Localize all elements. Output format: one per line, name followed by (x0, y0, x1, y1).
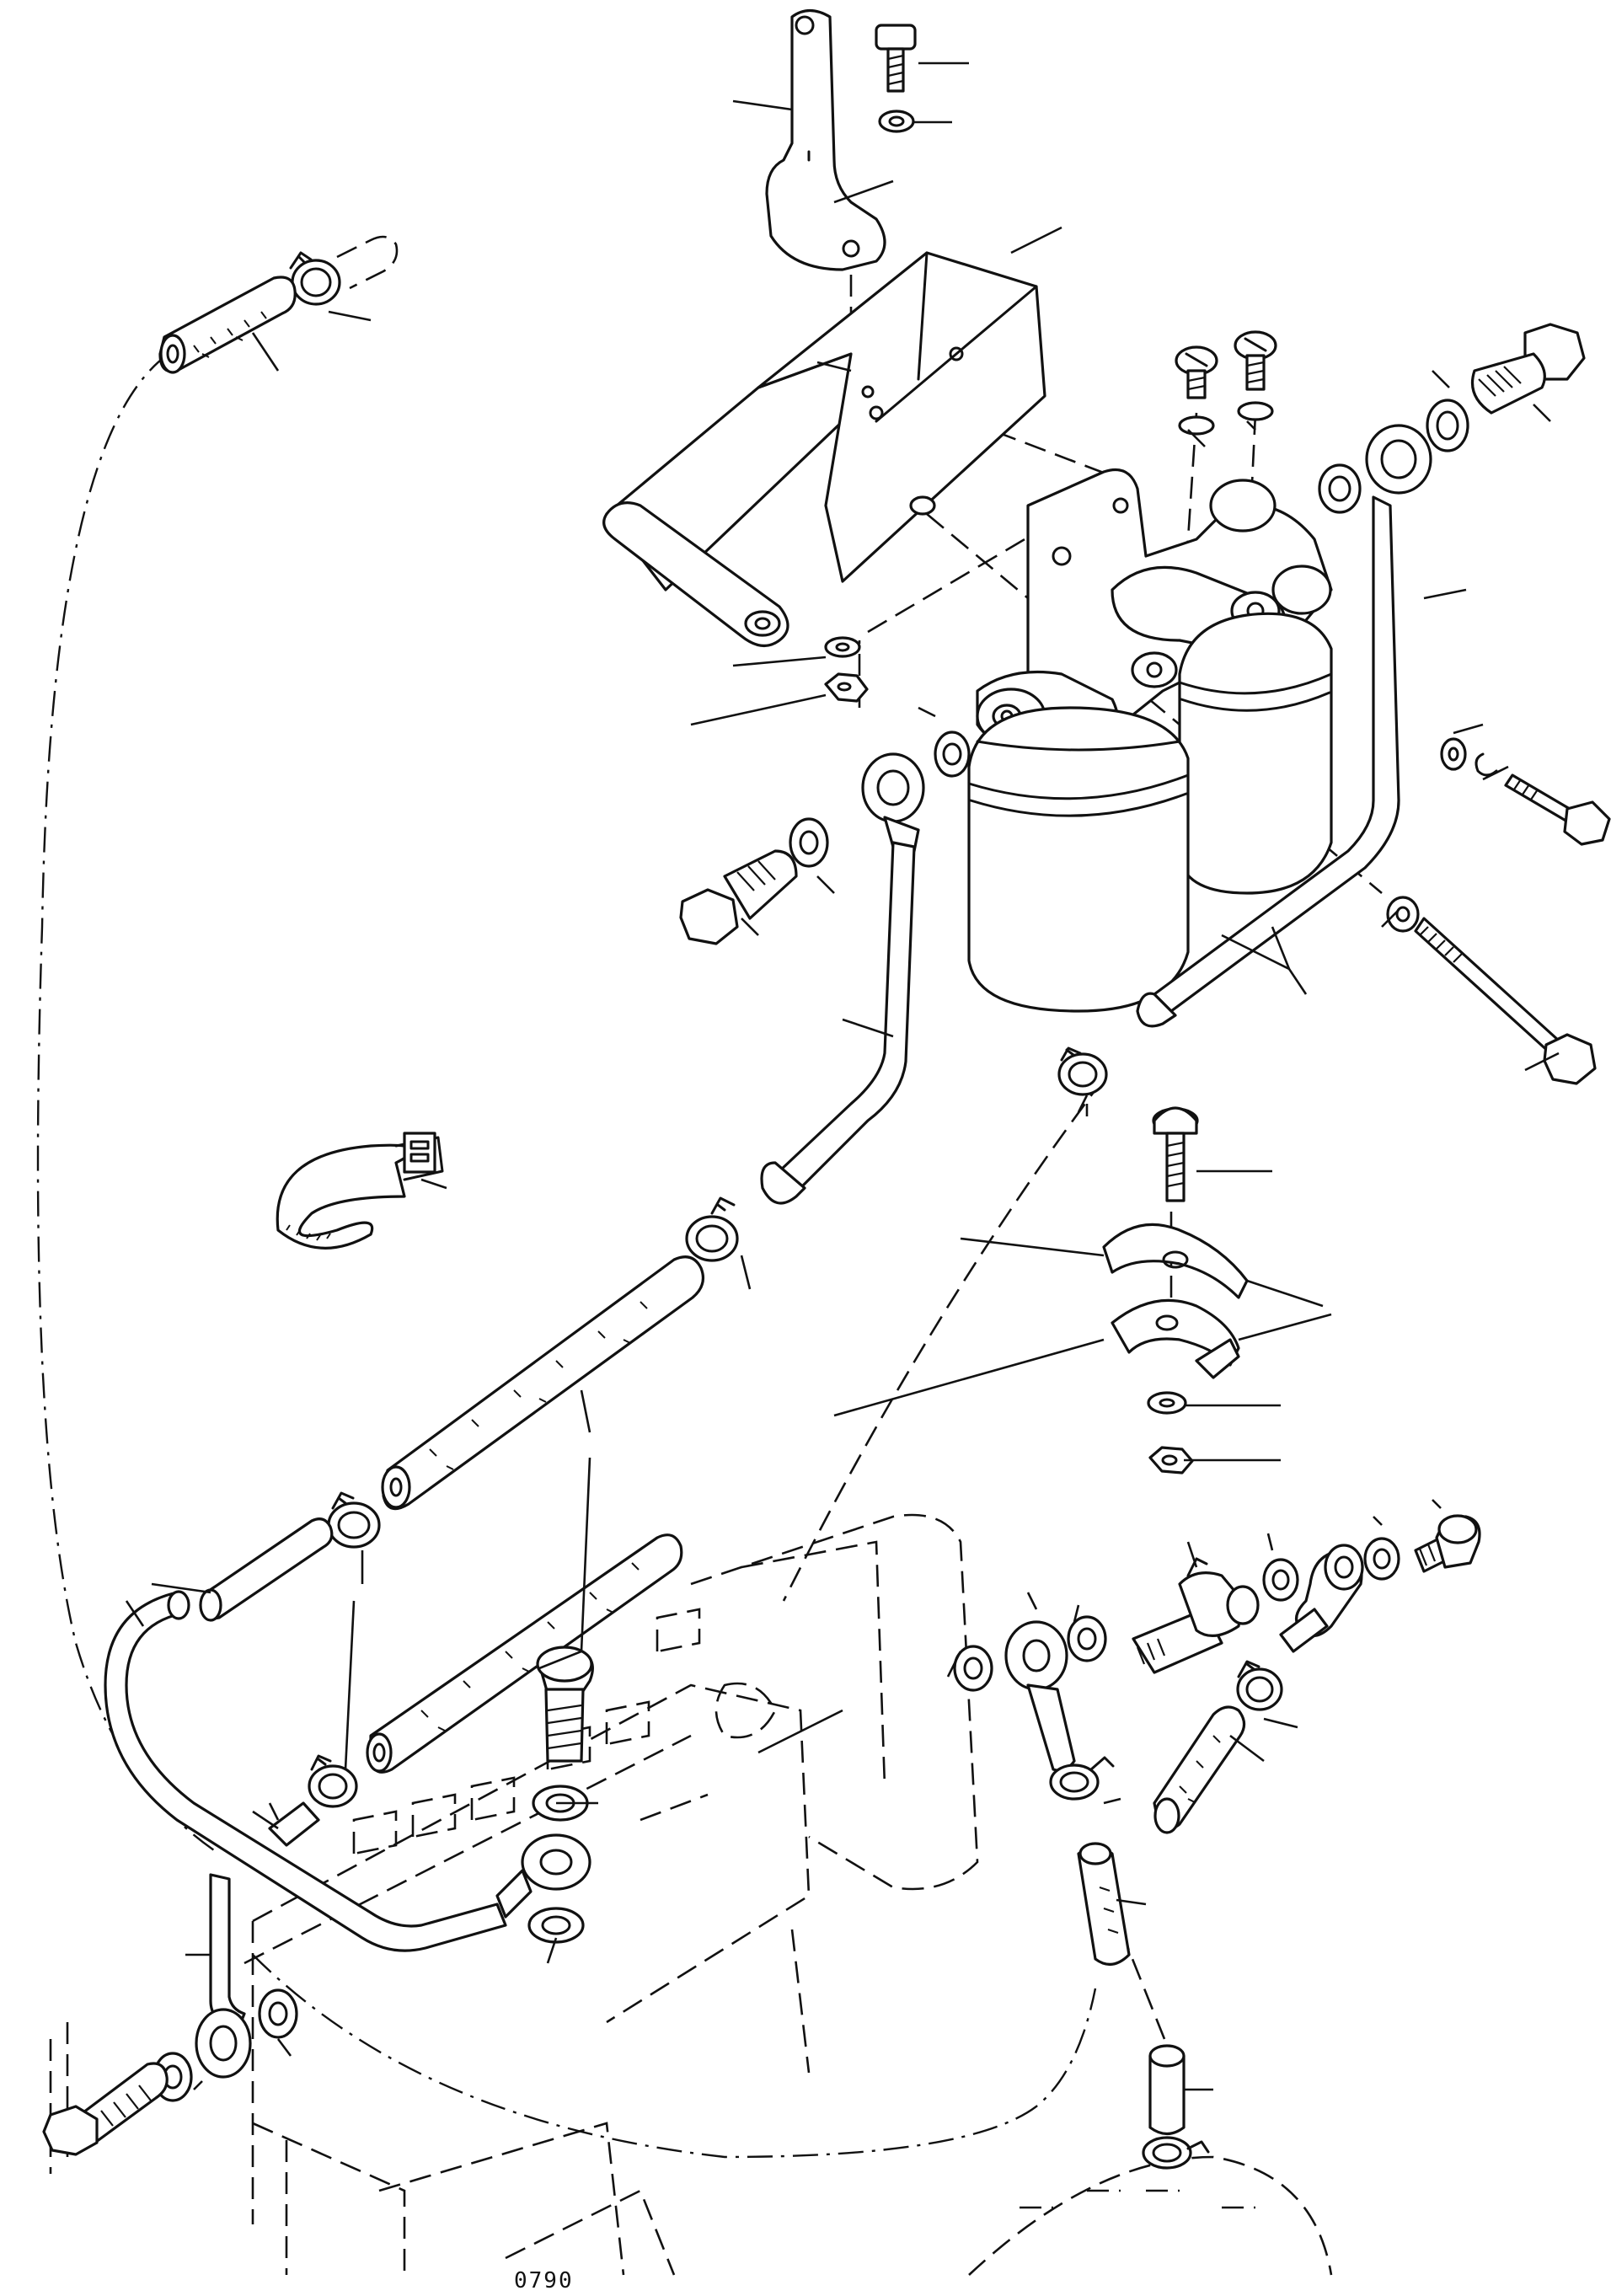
callout-leaders (125, 62, 1560, 2091)
fitting-top-left (336, 235, 399, 290)
hose-clamp-drain-top (1049, 1756, 1115, 1801)
head-bolt-right (1234, 330, 1277, 421)
filter-bracket-arm (765, 8, 886, 271)
long-through-bolt (1386, 896, 1597, 1085)
banjo-bolt-center (536, 1646, 594, 1763)
drain-hose (1077, 1842, 1131, 1966)
hose-clamp-middle (685, 1196, 739, 1262)
pipe-clip-upper (1102, 1223, 1249, 1299)
bracket-washer (878, 110, 915, 133)
figure-code: 0790 (514, 2268, 574, 2293)
hose-clamp-right-lower (1236, 1660, 1283, 1711)
hose-right-lower (1153, 1705, 1246, 1834)
hose-middle-lower (366, 1533, 683, 1774)
pipe-clip-lower (1111, 1298, 1240, 1379)
bracket-nut (824, 672, 869, 703)
hose-clamp-right-middle (1057, 1046, 1108, 1096)
fuel-filter-canister-front (967, 706, 1190, 1013)
fuel-pipe-right (1153, 495, 1400, 1013)
banjo-fitting-center (495, 1833, 591, 1919)
banjo-fitting-right-lower (1004, 1620, 1076, 1772)
washer-right-3 (1262, 1558, 1299, 1602)
hose-clamp-left-middle (327, 1491, 381, 1549)
filter-mounting-bracket (602, 251, 1046, 647)
washer-right-1 (953, 1645, 993, 1692)
washer-right-2 (1067, 1615, 1107, 1662)
long-hose-middle (381, 1255, 704, 1511)
assembly-line-drain (1119, 1929, 1173, 2057)
cable-tie-strap (276, 1132, 444, 1250)
washer-lower-left-a (258, 1988, 298, 2039)
banjo-bolt-top-right (1426, 323, 1586, 452)
hose-clamp-top-left (289, 251, 341, 306)
washer-right-4 (1363, 1537, 1400, 1581)
side-washer-right (1440, 737, 1467, 771)
hose-top-left (158, 276, 297, 374)
assembly-line-long (782, 1078, 1105, 1602)
head-bolt-left (1175, 345, 1218, 436)
fuel-pipe-vertical-left (209, 1873, 246, 2032)
fuel-pipe-left-end (760, 1161, 806, 1205)
return-line-path-lower (252, 1954, 1097, 2159)
connector-pipe-short-end (199, 1588, 222, 1622)
connector-pipe-lower (268, 1801, 320, 1847)
return-line-path (36, 353, 220, 1854)
banjo-washer-center-bottom (527, 1907, 585, 1944)
drain-pipe-end (1148, 2044, 1186, 2136)
banjo-fitting-left (861, 731, 971, 853)
pipe-clip-bolt (1152, 1106, 1199, 1202)
side-bolt-right (1504, 773, 1611, 846)
fuel-pipe-left (778, 841, 916, 1190)
u-shaped-fuel-pipe (104, 1591, 507, 1952)
bracket-lock-washer (824, 636, 861, 658)
engine-block-outline (49, 1513, 1333, 2276)
assembly-line-nut (867, 521, 1054, 634)
banjo-bolt-right-lower (1414, 1514, 1481, 1573)
elbow-fitting-right (1279, 1544, 1364, 1653)
banjo-bolt-lower-left (42, 2062, 169, 2156)
side-lock-washer-right (1475, 752, 1498, 777)
hose-clamp-drain-bottom (1142, 2136, 1210, 2170)
fuel-filter-canister-rear (1178, 612, 1333, 895)
fuel-pressure-switch (1132, 1557, 1260, 1674)
pipe-clip-washer (1147, 1391, 1187, 1415)
banjo-fitting-right (1318, 424, 1432, 514)
hose-clamp-lower-left (308, 1754, 358, 1808)
banjo-washer-left (789, 817, 829, 868)
fuel-pipe-right-end (1136, 992, 1177, 1028)
bracket-bolt (875, 24, 917, 93)
banjo-fitting-lower-left (195, 2008, 252, 2079)
u-pipe-end (167, 1590, 190, 1620)
banjo-bolt-left (679, 849, 798, 945)
